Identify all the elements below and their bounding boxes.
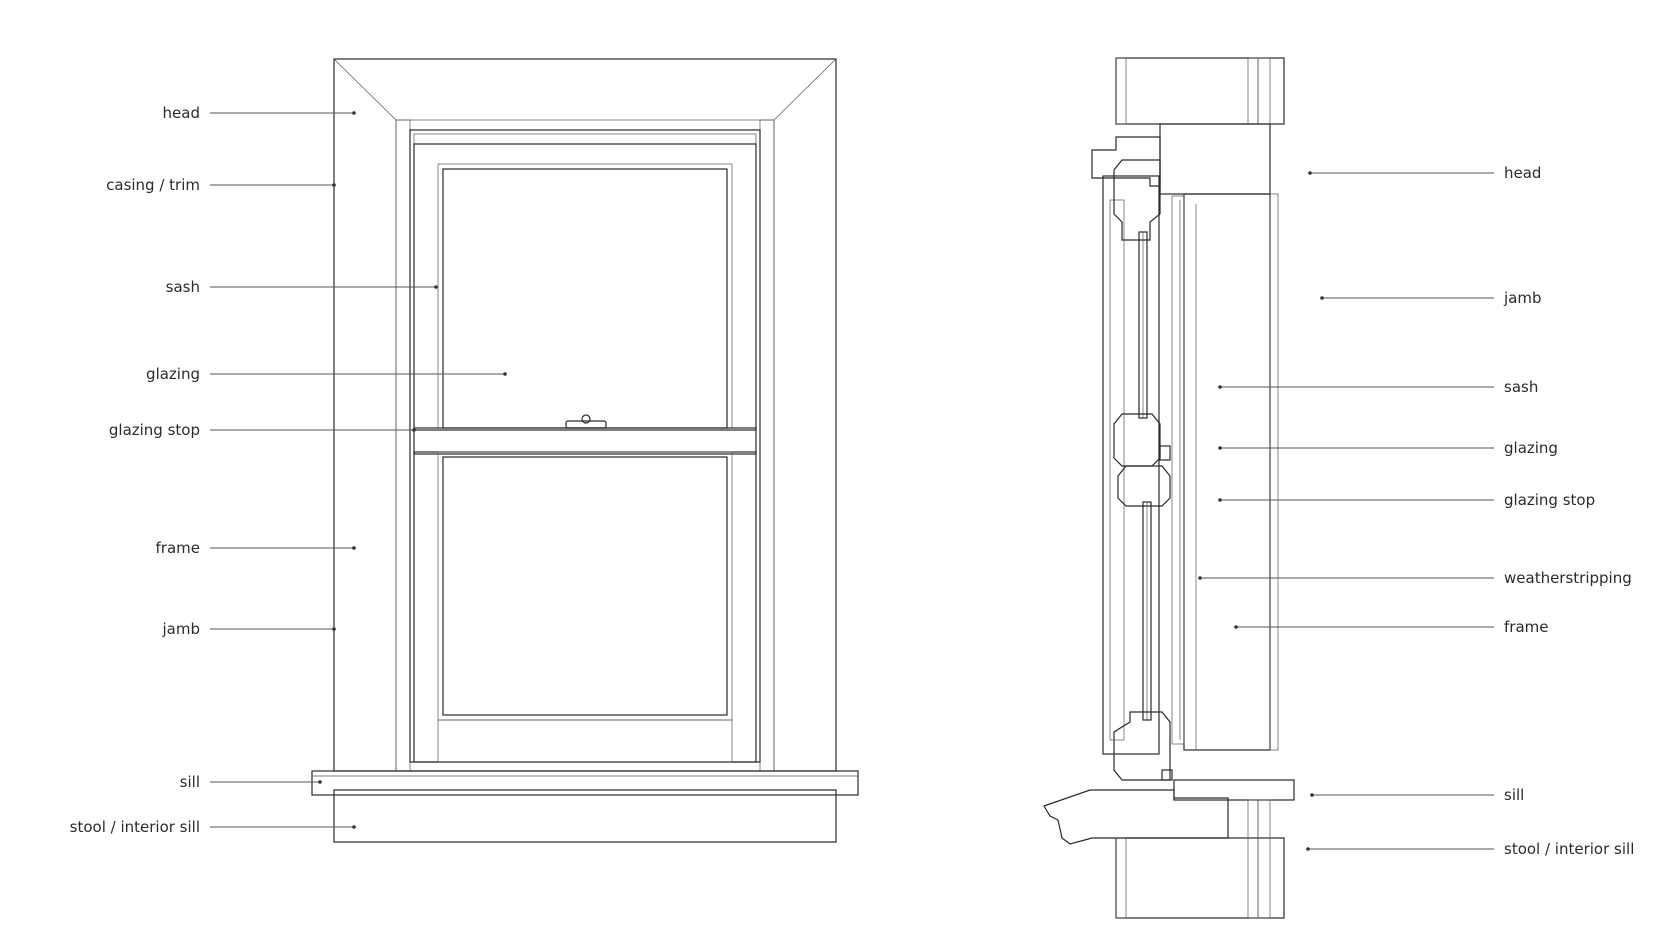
elev-label-sash: sash [166, 278, 200, 296]
elev-label-casing: casing / trim [106, 176, 200, 194]
exterior-sheathing-lower [1115, 837, 1127, 919]
jamb-left-face [395, 119, 411, 772]
elevation-labels: head casing / trim sash glazing glazing … [70, 104, 507, 836]
lower-glazing [442, 456, 728, 716]
lower-sash-bottom-rail-section [1113, 711, 1171, 781]
lower-meeting-rail [1117, 465, 1171, 507]
sill-nose [311, 770, 859, 796]
section-view: head jamb sash glazing glazing stop weat… [1043, 57, 1634, 919]
jamb-right-face [759, 119, 775, 772]
elev-label-glazing: glazing [146, 365, 200, 383]
drywall-lower [1257, 799, 1271, 919]
sect-label-weatherstripping: weatherstripping [1504, 569, 1632, 587]
interior-board-upper [1247, 57, 1259, 125]
upper-sash-top-rail [1113, 159, 1161, 241]
upper-glazing [442, 168, 728, 429]
sash-lock-icon [565, 414, 607, 429]
elev-label-stool: stool / interior sill [70, 818, 200, 836]
upper-sash-stop [437, 163, 733, 429]
frame [409, 129, 761, 763]
elev-label-sill: sill [180, 773, 200, 791]
sect-label-glazing-stop: glazing stop [1504, 491, 1595, 509]
blind-stop [1109, 199, 1125, 741]
sect-label-sill: sill [1504, 786, 1524, 804]
upper-meeting-rail [1113, 413, 1161, 467]
interior-jamb [1183, 193, 1271, 751]
wall-above [1115, 57, 1285, 125]
sect-label-glazing: glazing [1504, 439, 1558, 457]
casing-mitre-right [773, 58, 837, 121]
weatherstrip-bottom [1161, 769, 1173, 781]
elev-label-frame: frame [156, 539, 200, 557]
exterior-sill [1043, 789, 1229, 845]
sect-label-stool: stool / interior sill [1504, 840, 1634, 858]
frame-head-stop [413, 133, 757, 145]
sect-label-jamb: jamb [1503, 289, 1542, 307]
elevation-view: head casing / trim sash glazing glazing … [70, 58, 859, 843]
interior-board-lower [1247, 799, 1259, 919]
elev-label-glazing-stop: glazing stop [109, 421, 200, 439]
casing-mitre-left [333, 58, 397, 121]
interior-stop [1171, 195, 1185, 745]
sash-lock-section-icon [1159, 445, 1171, 461]
sect-label-frame: frame [1504, 618, 1548, 636]
exterior-sheathing-upper [1115, 57, 1127, 125]
interior-casing-edge [1269, 193, 1279, 751]
exterior-head-casing [1091, 136, 1161, 187]
frame-jamb [1102, 175, 1160, 755]
interior-stool [1173, 779, 1295, 801]
meeting-rail [413, 427, 757, 455]
upper-sash [413, 143, 757, 431]
stool-apron [333, 789, 837, 843]
section-labels: head jamb sash glazing glazing stop weat… [1198, 164, 1634, 858]
drywall-upper [1257, 57, 1271, 125]
head-block [1159, 123, 1271, 195]
lower-sash-bottom-rail [437, 719, 733, 763]
sect-label-sash: sash [1504, 378, 1538, 396]
wall-below [1115, 837, 1285, 919]
elev-label-jamb: jamb [162, 620, 201, 638]
sect-label-head: head [1504, 164, 1541, 182]
casing-inner-edge [395, 119, 775, 772]
lower-sash-stop [437, 451, 733, 721]
elev-label-head: head [163, 104, 200, 122]
